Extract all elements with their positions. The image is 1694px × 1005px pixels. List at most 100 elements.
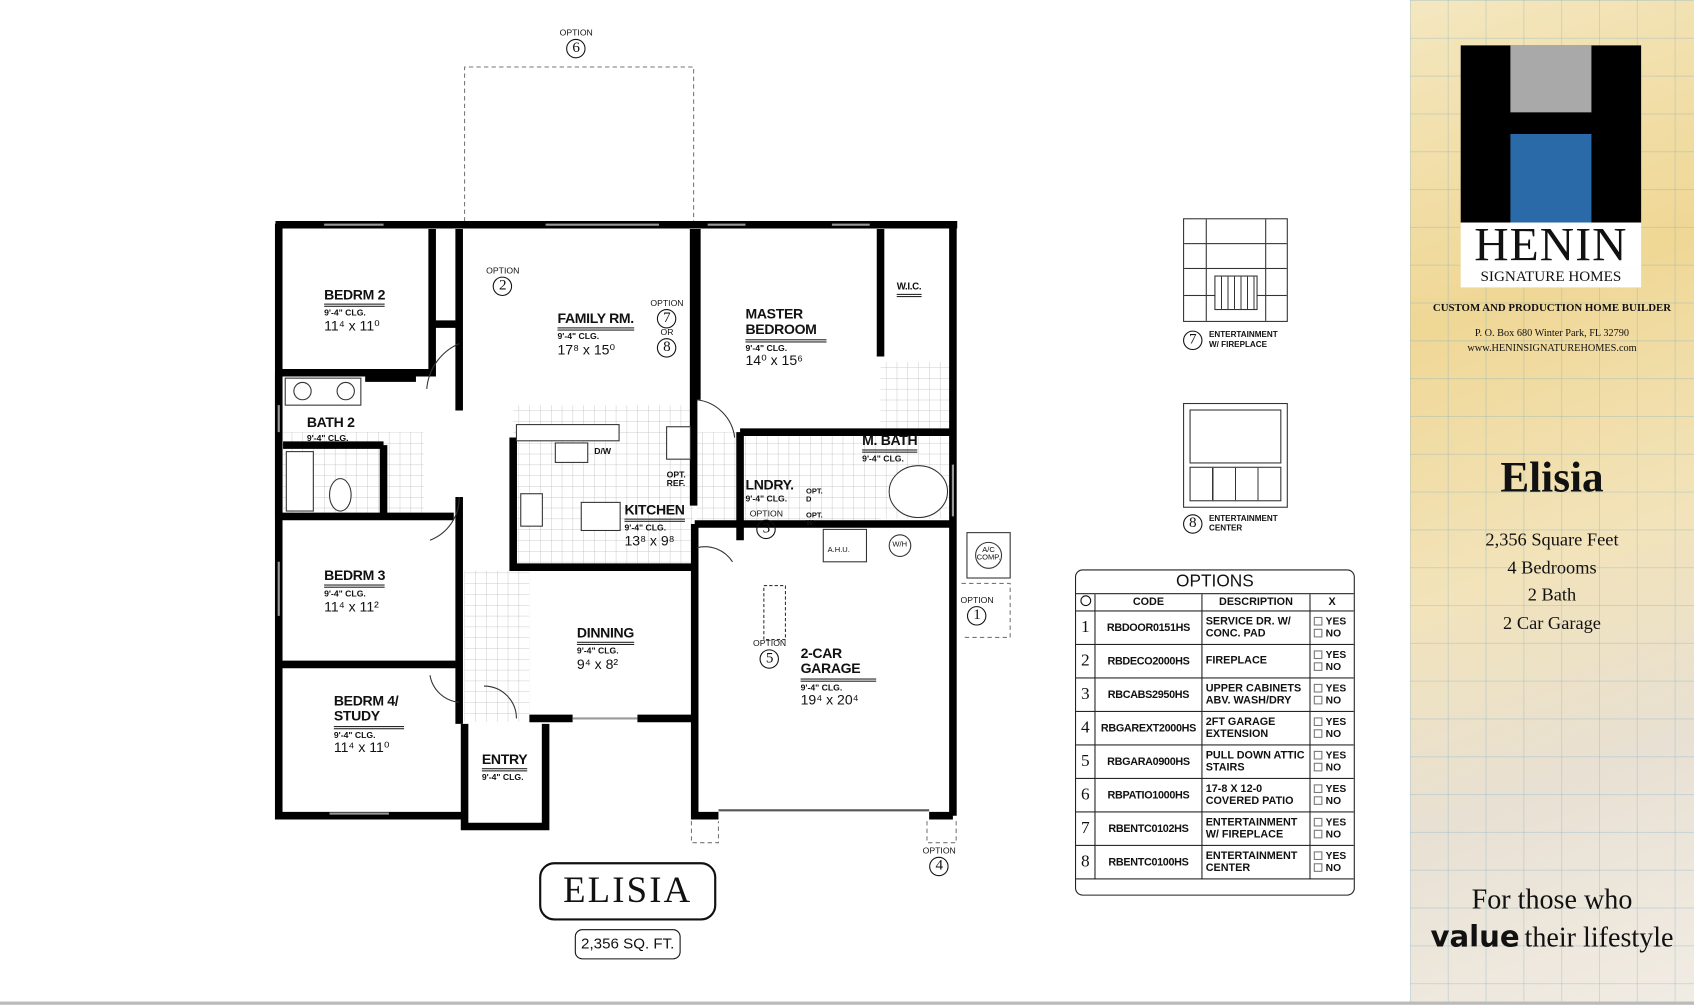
checkbox-icon[interactable] [1313, 783, 1323, 793]
option-label: OPTION [753, 638, 787, 649]
room-name: W.I.C. [896, 281, 922, 297]
option-code: RBGARA0900HS [1095, 745, 1203, 779]
no-checkbox[interactable]: NO [1313, 829, 1351, 841]
option-description: 17-8 X 12-0 COVERED PATIO [1202, 778, 1311, 813]
checkbox-icon[interactable] [1313, 616, 1323, 626]
no-checkbox[interactable]: NO [1313, 628, 1351, 640]
no-checkbox[interactable]: NO [1313, 762, 1351, 774]
logo-blue-block [1510, 133, 1592, 223]
yes-checkbox[interactable]: YES [1313, 715, 1351, 728]
option-code: RBGAREXT2000HS [1095, 711, 1203, 746]
air-handler-label: A.H.U. [827, 546, 850, 555]
yes-checkbox[interactable]: YES [1313, 749, 1351, 761]
table-footer [1076, 879, 1354, 894]
checkbox-icon[interactable] [1313, 662, 1323, 671]
bottom-border [0, 1001, 1694, 1005]
option-description: SERVICE DR. W/ CONC. PAD [1202, 611, 1311, 645]
yes-checkbox[interactable]: YES [1313, 816, 1351, 828]
address: P. O. Box 680 Winter Park, FL 32790 [1474, 328, 1630, 340]
website-link[interactable]: www.HENINSIGNATUREHOMES.com [1467, 343, 1637, 355]
no-checkbox[interactable]: NO [1313, 862, 1351, 875]
option-code: RBENTC0100HS [1095, 845, 1203, 880]
no-checkbox[interactable]: NO [1313, 694, 1351, 707]
checkbox-icon[interactable] [1313, 762, 1323, 772]
no-label: NO [1325, 862, 1342, 875]
yes-checkbox[interactable]: YES [1313, 615, 1351, 627]
feature-item: 2 Bath [1527, 584, 1577, 606]
circle-icon [1079, 595, 1091, 607]
checkbox-icon[interactable] [1313, 817, 1323, 827]
option-label: OPTION [650, 298, 684, 308]
caption-label: ENTERTAINMENT CENTER [1208, 513, 1278, 533]
checkbox-icon[interactable] [1313, 850, 1323, 860]
yes-label: YES [1325, 849, 1347, 862]
room-name: ENTRY [481, 751, 528, 772]
option-label: OPTION [749, 508, 783, 519]
slogan-bold: value [1430, 920, 1520, 954]
yes-checkbox[interactable]: YES [1313, 648, 1351, 661]
checkbox-icon[interactable] [1313, 716, 1323, 726]
code-header: CODE [1095, 594, 1203, 612]
yes-checkbox[interactable]: YES [1313, 783, 1351, 795]
yes-checkbox[interactable]: YES [1313, 682, 1351, 694]
checkbox-icon[interactable] [1313, 796, 1323, 805]
room-name: BATH 2 [306, 413, 355, 430]
select-header: X [1310, 594, 1354, 612]
option-code: RBPATIO1000HS [1095, 778, 1203, 813]
option-number: 5 [759, 649, 780, 669]
room-name: FAMILY RM. [557, 310, 634, 331]
option-description: UPPER CABINETS ABV. WASH/DRY [1202, 678, 1311, 712]
no-checkbox[interactable]: NO [1313, 795, 1351, 807]
room-name: BEDRM 3 [324, 567, 385, 589]
checkbox-icon[interactable] [1313, 750, 1323, 760]
no-checkbox[interactable]: NO [1313, 661, 1351, 673]
ceiling-height: 9'-4" CLG. [324, 589, 366, 599]
yes-label: YES [1325, 648, 1347, 661]
option-number: 2 [1076, 644, 1096, 679]
water-heater-label: W/H [892, 541, 908, 549]
room-laundry: LNDRY.9'-4" CLG. [745, 475, 794, 504]
checkbox-icon[interactable] [1313, 628, 1323, 638]
option-description: ENTERTAINMENT W/ FIREPLACE [1202, 812, 1311, 846]
room-walk-in-closet: W.I.C. [896, 276, 922, 297]
option-number: 1 [1076, 611, 1096, 645]
option-code: RBDECO2000HS [1095, 644, 1203, 679]
room-name: MASTER BEDROOM [745, 306, 827, 343]
optional-dryer-label: OPT. D [805, 488, 823, 504]
yes-checkbox[interactable]: YES [1313, 849, 1351, 862]
no-label: NO [1325, 694, 1342, 707]
tv-cabinet [1189, 409, 1282, 464]
brand-panel: HENIN SIGNATURE HOMES CUSTOM AND PRODUCT… [1409, 0, 1694, 1005]
checkbox-icon[interactable] [1313, 683, 1323, 693]
room-name: M. BATH [862, 432, 918, 454]
yes-label: YES [1325, 715, 1347, 728]
checkbox-icon[interactable] [1313, 863, 1323, 872]
checkbox-icon[interactable] [1313, 695, 1323, 705]
optional-fridge-label: OPT. REF. [666, 469, 686, 489]
ceiling-height: 9'-4" CLG. [745, 343, 788, 353]
room-name: LNDRY. [745, 476, 794, 493]
doors [426, 343, 736, 719]
checkbox-icon[interactable] [1313, 729, 1323, 738]
checkbox-icon[interactable] [1313, 829, 1323, 839]
no-checkbox[interactable]: NO [1313, 728, 1351, 740]
feature-item: 4 Bedrooms [1507, 556, 1597, 578]
checkbox-icon[interactable] [1313, 649, 1323, 659]
room-dimensions: 11⁴ x 11⁰ [333, 739, 390, 756]
